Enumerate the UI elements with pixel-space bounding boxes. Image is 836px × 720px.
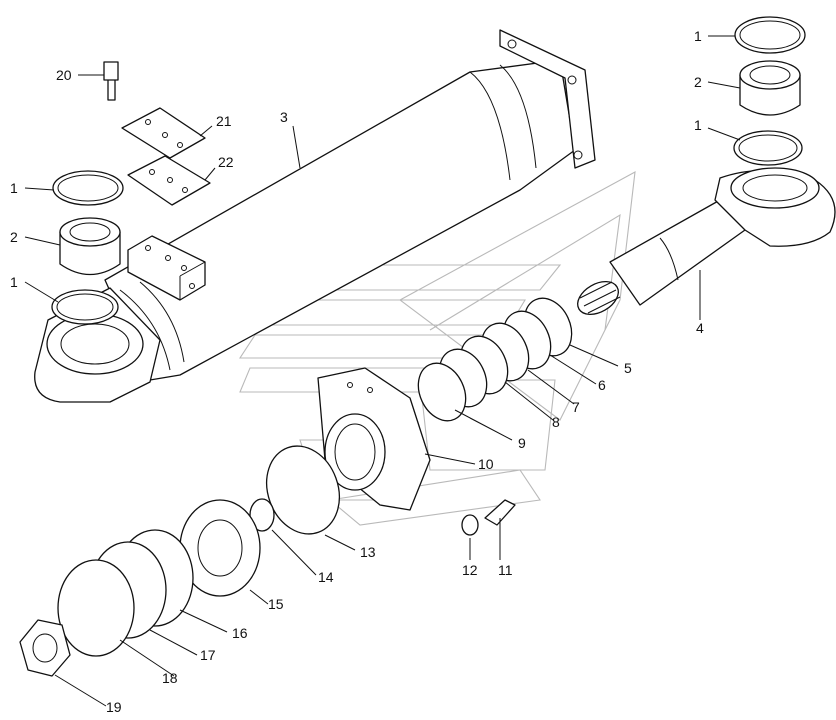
leader-lines [24, 35, 741, 707]
callout-22: 22 [218, 154, 234, 170]
screw-and-washer [461, 499, 516, 536]
callout-1: 1 [694, 117, 702, 133]
callout-2: 2 [694, 74, 702, 90]
callout-21: 21 [216, 113, 232, 129]
callout-13: 13 [360, 544, 376, 560]
callout-10: 10 [478, 456, 494, 472]
piston-rod-part-4 [577, 167, 836, 316]
callout-18: 18 [162, 670, 178, 686]
rod-seal-stack [417, 297, 573, 422]
seal-ring-1-eye [51, 289, 119, 325]
bolt-and-plates [103, 61, 211, 206]
callout-17: 17 [200, 647, 216, 663]
callout-3: 3 [280, 109, 288, 125]
o-ring-13 [266, 445, 340, 535]
callout-16: 16 [232, 625, 248, 641]
callout-19: 19 [106, 699, 122, 715]
washer-12 [461, 514, 479, 536]
callout-1: 1 [10, 274, 18, 290]
plate-22 [127, 155, 211, 206]
bolt-20 [103, 61, 119, 101]
o-ring-14 [249, 498, 275, 532]
nut-19 [19, 619, 71, 677]
upper-right-bushing-set [733, 16, 806, 166]
callout-11: 11 [498, 562, 513, 578]
callout-labels: 1 2 1 20 21 22 3 1 2 1 4 5 6 7 8 9 10 11… [10, 28, 704, 715]
piston-stack [19, 499, 261, 677]
callout-7: 7 [572, 399, 580, 415]
callout-12: 12 [462, 562, 478, 578]
seal-ring-1-left [52, 170, 124, 206]
callout-8: 8 [552, 414, 560, 430]
callout-14: 14 [318, 569, 334, 585]
callout-5: 5 [624, 360, 632, 376]
seal-ring-1-mid [733, 130, 803, 166]
callout-6: 6 [598, 377, 606, 393]
callout-1: 1 [10, 180, 18, 196]
callout-15: 15 [268, 596, 284, 612]
screw-11 [484, 499, 516, 526]
callout-2: 2 [10, 229, 18, 245]
callout-9: 9 [518, 435, 526, 451]
seal-ring-1-top [734, 16, 806, 54]
callout-4: 4 [696, 320, 704, 336]
callout-1: 1 [694, 28, 702, 44]
cylinder-head-part-10 [317, 367, 431, 511]
ring-18 [57, 559, 135, 657]
upper-left-bushing-set [51, 170, 124, 325]
callout-20: 20 [56, 67, 72, 83]
